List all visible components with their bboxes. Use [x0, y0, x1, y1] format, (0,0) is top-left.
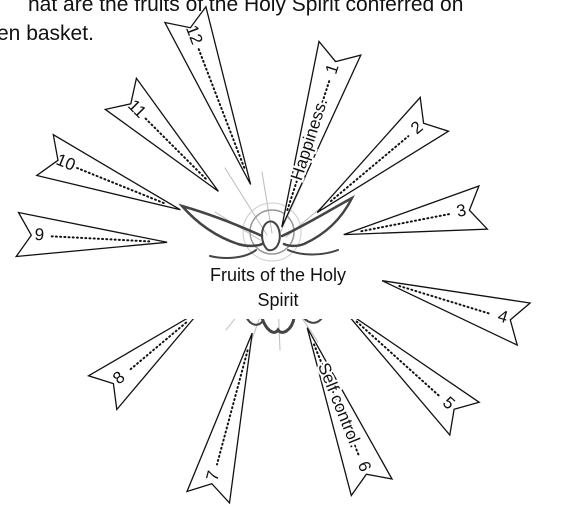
center-label-line-2: Spirit — [177, 288, 379, 313]
answer-line — [357, 322, 440, 396]
pennant-5: 5 — [343, 310, 479, 435]
pennant-3: 3 — [344, 186, 488, 235]
pennant-number: 9 — [34, 225, 44, 244]
pennant-4: 4 — [382, 281, 530, 345]
center-label: Fruits of the Holy Spirit — [177, 263, 379, 319]
pennant-7: 7 — [187, 333, 252, 503]
answer-line — [145, 118, 206, 179]
pennant-8: 8 — [89, 311, 200, 410]
pennant-answer: Happiness. — [287, 96, 331, 183]
center-label-line-1: Fruits of the Holy — [177, 263, 379, 288]
pennant-2: 2 — [317, 97, 448, 212]
dove-icon — [182, 168, 352, 350]
pennant-9: 9 — [16, 213, 167, 257]
pennant-11: 11 — [105, 78, 218, 191]
